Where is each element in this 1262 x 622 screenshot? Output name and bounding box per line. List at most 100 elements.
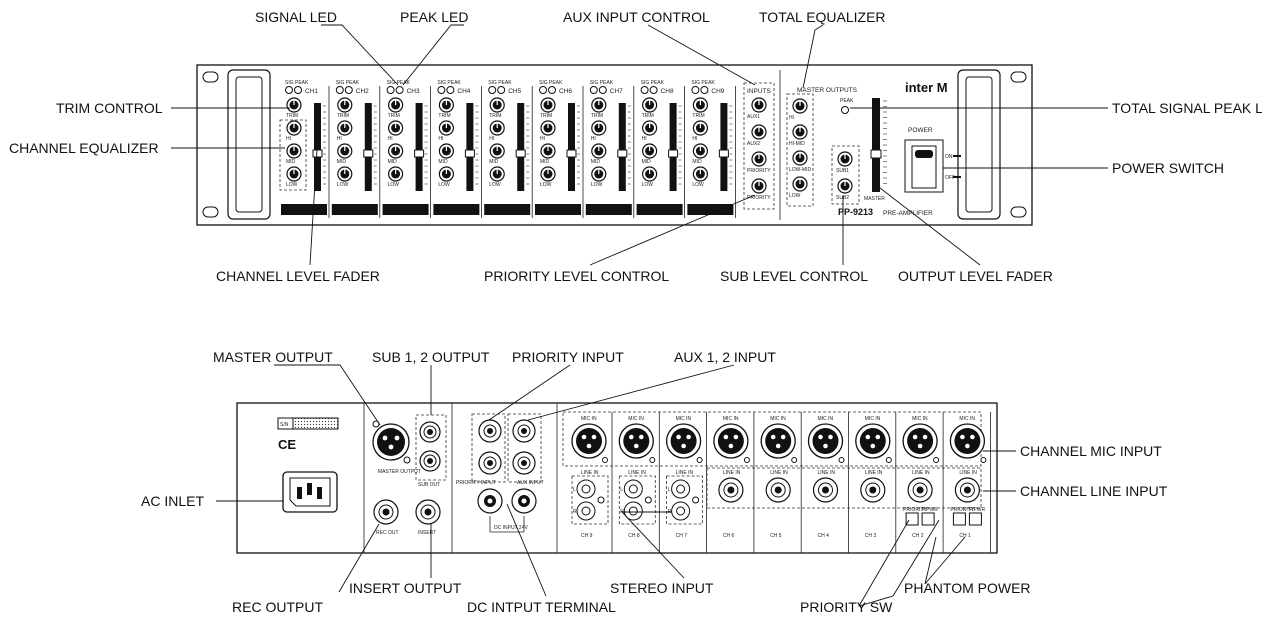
stereo-input-jacks[interactable] [623, 479, 652, 521]
knob-mid[interactable] [337, 143, 353, 159]
power-switch[interactable] [904, 139, 944, 193]
knob-mid[interactable] [286, 143, 302, 159]
phantom-power-switch[interactable] [968, 512, 982, 526]
stereo-input-jacks[interactable] [576, 479, 605, 521]
mic-input-xlr[interactable] [807, 423, 845, 463]
knob-low[interactable] [286, 166, 302, 182]
knob-low[interactable] [692, 166, 709, 182]
knob-mid[interactable] [641, 143, 658, 159]
channel-level-fader[interactable] [414, 103, 428, 191]
knob-hi[interactable] [337, 120, 353, 136]
mic-input-xlr[interactable] [665, 423, 703, 463]
output-level-fader[interactable] [870, 98, 887, 192]
aux-knob-3[interactable] [751, 151, 767, 167]
aux-knob-1[interactable] [751, 97, 767, 113]
rec-out-jack[interactable] [373, 499, 399, 525]
knob-hi[interactable] [438, 120, 454, 136]
knob-label: MID [337, 159, 347, 165]
mic-input-xlr[interactable] [902, 423, 940, 463]
knob-low[interactable] [388, 166, 404, 182]
knob-mid[interactable] [489, 143, 505, 159]
priority-switch[interactable] [905, 512, 919, 526]
priority-input-label: PRIORITY INPUT [456, 480, 496, 486]
mic-input-xlr[interactable] [855, 423, 892, 463]
knob-low[interactable] [489, 166, 505, 182]
knob-trim[interactable] [286, 97, 302, 113]
stereo-input-jacks[interactable] [671, 479, 700, 521]
channel-level-fader[interactable] [617, 103, 631, 191]
line-input-jack[interactable] [812, 477, 839, 503]
mic-input-xlr[interactable] [713, 423, 750, 463]
sub-knob-2[interactable] [837, 178, 853, 194]
channel-label: CH4 [457, 88, 470, 95]
knob-hi[interactable] [540, 120, 556, 136]
knob-label: HI [438, 136, 443, 142]
insert-jack[interactable] [415, 499, 441, 525]
sub-out-1-jack[interactable] [419, 421, 441, 443]
master-eq-knob-1[interactable] [792, 98, 808, 114]
channel-level-fader[interactable] [464, 103, 479, 191]
knob-hi[interactable] [641, 120, 658, 136]
mic-input-xlr[interactable] [760, 423, 798, 463]
label-stereo-input: STEREO INPUT [610, 580, 714, 596]
line-input-jack[interactable] [954, 477, 981, 503]
sub-knob-1[interactable] [837, 151, 853, 167]
knob-mid[interactable] [540, 143, 556, 159]
phantom-power-switch[interactable] [921, 512, 935, 526]
knob-trim[interactable] [540, 97, 556, 113]
channel-level-fader[interactable] [668, 103, 682, 191]
channel-label: CH3 [407, 88, 420, 95]
knob-mid[interactable] [692, 143, 709, 159]
channel-level-fader[interactable] [718, 103, 733, 191]
master-eq-knob-2[interactable] [792, 124, 808, 140]
knob-trim[interactable] [641, 97, 658, 113]
knob-mid[interactable] [388, 143, 404, 159]
knob-low[interactable] [438, 166, 454, 182]
sig-peak-label: SIG PEAK [691, 80, 715, 86]
mic-input-xlr[interactable] [618, 423, 656, 463]
knob-trim[interactable] [388, 97, 404, 113]
aux-knob-2[interactable] [751, 124, 767, 140]
dc-input-terminal[interactable] [477, 488, 537, 514]
knob-hi[interactable] [489, 120, 505, 136]
knob-trim[interactable] [489, 97, 505, 113]
sub-out-2-jack[interactable] [419, 450, 441, 472]
knob-trim[interactable] [591, 97, 607, 113]
aux-input-jack-1[interactable] [512, 419, 536, 443]
master-eq-knob-4[interactable] [792, 176, 808, 192]
knob-low[interactable] [540, 166, 556, 182]
knob-hi[interactable] [591, 120, 607, 136]
label-power-switch: POWER SWITCH [1112, 160, 1224, 176]
priority-input-jack-1[interactable] [478, 419, 502, 443]
knob-low[interactable] [641, 166, 658, 182]
knob-hi[interactable] [286, 120, 302, 136]
channel-level-fader[interactable] [515, 103, 530, 191]
priority-switch[interactable] [952, 512, 966, 526]
aux-knob-4[interactable] [751, 178, 767, 194]
knob-trim[interactable] [438, 97, 454, 113]
master-eq-knob-3[interactable] [792, 150, 808, 166]
line-input-jack[interactable] [718, 477, 744, 503]
aux-input-jack-2[interactable] [512, 451, 536, 475]
ac-inlet[interactable] [282, 471, 338, 513]
knob-mid[interactable] [438, 143, 454, 159]
line-input-jack[interactable] [860, 477, 886, 503]
channel-level-fader[interactable] [566, 103, 580, 191]
rear-channel-label: CH 6 [723, 533, 735, 539]
knob-label: TRIM [337, 113, 349, 119]
master-output-xlr[interactable] [372, 420, 411, 464]
knob-hi[interactable] [692, 120, 709, 136]
line-input-jack[interactable] [907, 477, 933, 503]
priority-input-jack-2[interactable] [478, 451, 502, 475]
mic-input-xlr[interactable] [571, 423, 608, 463]
channel-name-strip [687, 204, 734, 215]
knob-low[interactable] [337, 166, 353, 182]
knob-trim[interactable] [692, 97, 709, 113]
knob-trim[interactable] [337, 97, 353, 113]
channel-level-fader[interactable] [363, 103, 377, 191]
mic-input-xlr[interactable] [949, 423, 987, 463]
knob-mid[interactable] [591, 143, 607, 159]
knob-hi[interactable] [388, 120, 404, 136]
line-input-jack[interactable] [765, 477, 791, 503]
knob-low[interactable] [591, 166, 607, 182]
